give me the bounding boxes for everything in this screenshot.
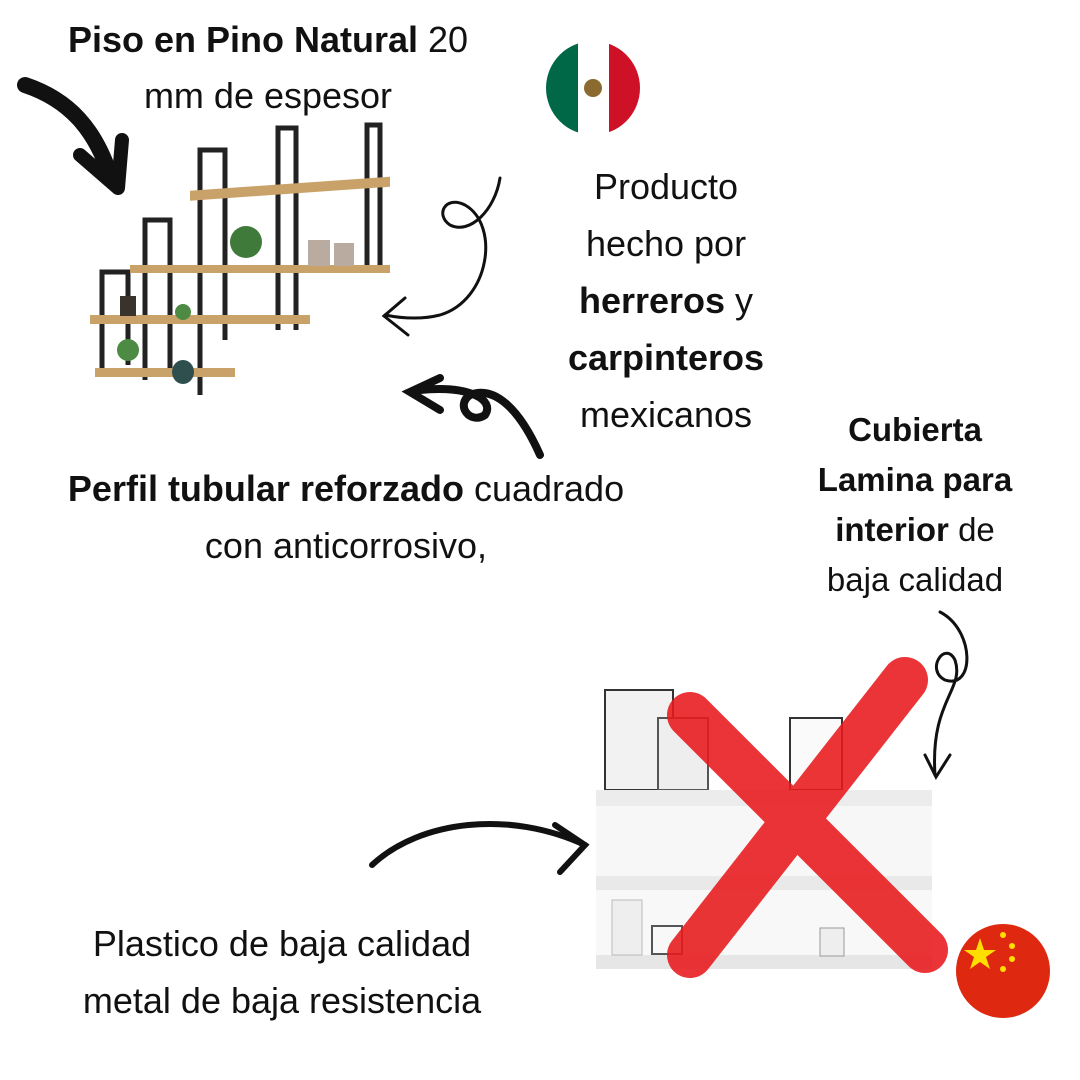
caption-text: con anticorrosivo,: [204, 525, 488, 566]
caption-text: Plastico de baja calidad: [92, 923, 472, 964]
china-flag-icon: [956, 924, 1050, 1018]
caption-text: Producto: [593, 166, 739, 207]
metal-wood-shelf-image: [90, 122, 390, 395]
caption-text: mm de espesor: [143, 74, 393, 116]
mexico-flag-icon: [546, 41, 640, 135]
caption-bold: Piso en Pino Natural: [67, 19, 419, 60]
curly-arrow-icon: [401, 374, 544, 459]
curly-arrow-icon: [923, 610, 969, 781]
caption-bold: Lamina para: [817, 461, 1013, 498]
curly-arrow-icon: [381, 176, 502, 337]
caption-text: hecho por: [585, 223, 747, 264]
red-x-icon: [667, 657, 948, 978]
caption-text: 20: [418, 19, 469, 60]
caption-text: metal de baja resistencia: [82, 980, 482, 1021]
plastic-caption: Plastico de baja calidad metal de baja r…: [0, 915, 564, 1029]
caption-text: de: [948, 511, 995, 548]
arrow-icon: [369, 821, 590, 875]
caption-text: cuadrado: [463, 468, 625, 509]
caption-bold: herreros: [578, 280, 726, 321]
caption-bold: interior: [835, 511, 949, 548]
cover-caption: Cubierta Lamina para interior de baja ca…: [790, 405, 1040, 605]
tubular-profile-caption: Perfil tubular reforzado cuadrado con an…: [0, 460, 692, 574]
pine-floor-caption: Piso en Pino Natural 20 mm de espesor: [0, 12, 536, 124]
caption-bold: carpinteros: [567, 337, 765, 378]
arrow-icon: [17, 77, 129, 195]
mexican-made-caption: Producto hecho por herreros y carpintero…: [530, 158, 802, 443]
caption-text: baja calidad: [826, 561, 1004, 598]
caption-text: y: [725, 280, 754, 321]
caption-bold: Cubierta: [848, 411, 982, 448]
caption-text: mexicanos: [579, 394, 753, 435]
caption-bold: Perfil tubular reforzado: [67, 468, 464, 509]
